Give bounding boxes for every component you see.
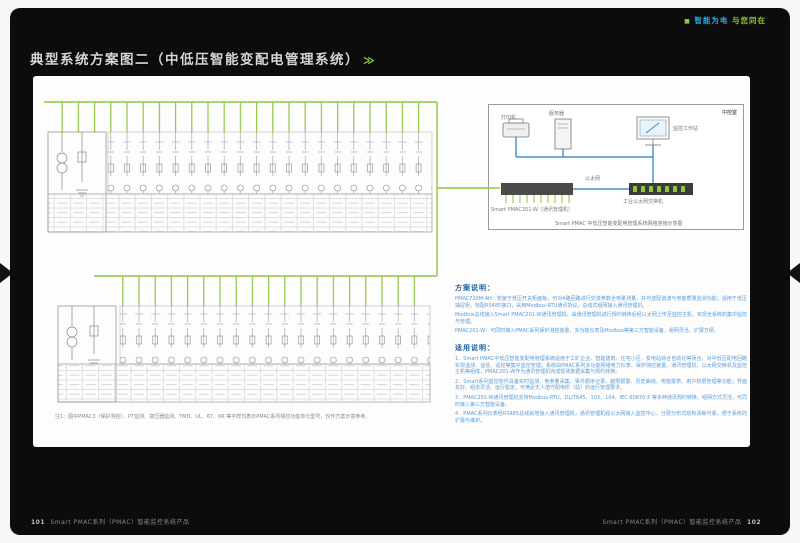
diagram-panel: 中控室 打印机 服务器 监控工作站 以太网 工业以太网交换机 Smart PMA… (33, 76, 750, 447)
previous-page-arrow-icon[interactable] (0, 263, 13, 283)
upper-oneline-diagram (44, 101, 437, 233)
usage-item: 2．Smart系列监控软件具备实时监测、电参量采集、事件顺序记录、越限报警、历史… (455, 378, 747, 392)
network-devices-drawing (501, 116, 693, 203)
lower-feeder-drops (110, 276, 430, 306)
control-room-label: 中控室 (721, 110, 737, 116)
ethernet-label: 以太网 (585, 176, 601, 182)
upper-schedule-table (47, 193, 433, 233)
network-caption: Smart PMAC 中低压智能变配电管理系统网络连接示意图 (555, 221, 683, 227)
usage-item: 1．Smart PMAC中低压智能变配电管理系统适用于工矿企业、智能建筑、住宅小… (455, 355, 747, 376)
page-number-left: 101 (31, 519, 46, 526)
workstation-label: 监控工作站 (673, 126, 699, 132)
scheme-paragraph: PMAC720M-4H：安装于低压开关柜面板，可对4路回路进行交流参数全电量测量… (455, 296, 747, 309)
upper-feeder-columns (107, 131, 433, 195)
server-label: 服务器 (549, 111, 565, 117)
next-page-arrow-icon[interactable] (787, 263, 800, 283)
control-room-box: 中控室 打印机 服务器 监控工作站 以太网 工业以太网交换机 Smart PMA… (488, 104, 744, 230)
server-icon (554, 118, 572, 150)
brand-slogan: ■ 智能为电 与您同在 (684, 15, 766, 26)
catalog-page: ■ 智能为电 与您同在 典型系统方案图二（中低压智能变配电管理系统）≫ (10, 8, 790, 535)
usage-item: 4．PMAC系列仪表经RS485总线就地接入通讯管理机，通讯管理机经以太网接入监… (455, 411, 747, 424)
page-title: 典型系统方案图二（中低压智能变配电管理系统）≫ (30, 48, 376, 68)
scheme-description: 方案说明： PMAC720M-4H：安装于低压开关柜面板，可对4路回路进行交流参… (455, 283, 747, 427)
workstation-monitor-icon (636, 116, 670, 146)
brand-dot-icon: ■ (684, 18, 691, 25)
usage-item: 3．PMAC201-W通讯管理机支持Modbus-RTU、DL/T645、103… (455, 394, 747, 408)
footer-right: Smart PMAC系列（PMAC）智能监控系统产品 102 (603, 517, 764, 526)
printer-label: 打印机 (501, 115, 517, 121)
brand-slogan-part2: 与您同在 (732, 16, 766, 25)
comm-manager-icon (501, 183, 573, 203)
ethernet-switch-icon (629, 183, 693, 195)
footer-left-text: Smart PMAC系列（PMAC）智能监控系统产品 (50, 519, 190, 526)
scheme-description-heading: 方案说明： (455, 284, 495, 292)
ethernet-lines (515, 137, 654, 190)
usage-heading: 适用说明： (455, 343, 495, 352)
page-title-text: 典型系统方案图二（中低压智能变配电管理系统） (30, 52, 360, 68)
lower-oneline-diagram (57, 275, 437, 403)
brand-slogan-part1: 智能为电 (694, 16, 729, 25)
page-number-right: 102 (746, 519, 761, 526)
upper-feeder-drops (52, 102, 432, 132)
footer-left: 101 Smart PMAC系列（PMAC）智能监控系统产品 (28, 517, 189, 526)
printer-icon (502, 118, 530, 138)
switch-label: 工业以太网交换机 (623, 199, 664, 205)
diagram-note: 注1：图中PMAC3（保护测控）、PT监测、变压器监测、TMD、UL、6T、6R… (55, 414, 371, 420)
title-arrow-icon: ≫ (363, 54, 377, 67)
lower-feeder-columns (119, 305, 431, 365)
scheme-paragraph: PMAC201-W：可同时接入PMAC系列保护测控装置、多功能仪表及Modbus… (455, 328, 719, 335)
scheme-paragraph: Modbus总线接入Smart PMAC201-W通讯管理机，由通讯管理机进行规… (455, 312, 747, 325)
comm-manager-label: Smart PMAC201-W（通讯管理机） (491, 207, 573, 213)
lower-schedule-table (57, 363, 431, 403)
footer-right-text: Smart PMAC系列（PMAC）智能监控系统产品 (602, 519, 742, 526)
